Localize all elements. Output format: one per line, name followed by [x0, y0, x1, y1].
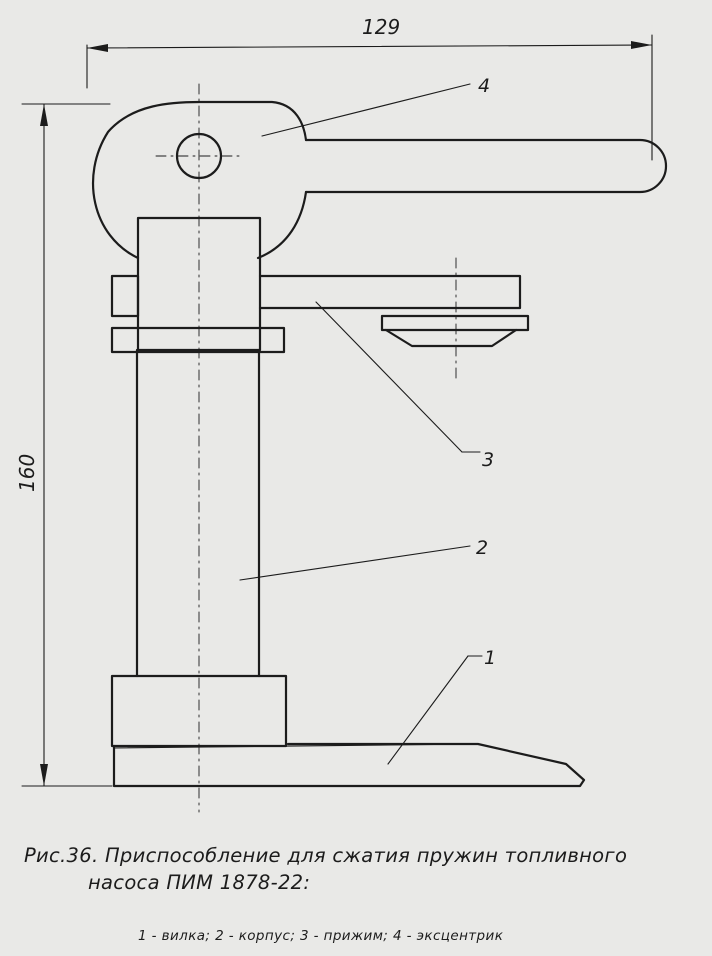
clamp-part — [110, 274, 530, 354]
parts-legend: 1 - вилка; 2 - корпус; 3 - прижим; 4 - э… — [138, 928, 504, 944]
label-4: 4 — [478, 75, 490, 97]
width-dimension: 129 — [86, 15, 653, 161]
caption-line-2: насоса ПИМ 1878-22: — [88, 871, 311, 894]
figure-caption: Рис.36. Приспособление для сжатия пружин… — [24, 842, 704, 896]
center-lines — [155, 83, 457, 813]
leaders: 4 3 2 1 — [239, 75, 496, 765]
caption-line-1: Рис.36. Приспособление для сжатия пружин… — [24, 844, 628, 867]
eccentric-part — [92, 100, 668, 260]
label-3: 3 — [482, 449, 494, 471]
height-dimension: 160 — [15, 103, 113, 787]
fork-part — [110, 674, 586, 788]
label-1: 1 — [484, 647, 496, 669]
height-dimension-label: 160 — [15, 454, 39, 492]
width-dimension-label: 129 — [362, 15, 400, 39]
body-part — [135, 216, 262, 678]
label-2: 2 — [476, 537, 488, 559]
